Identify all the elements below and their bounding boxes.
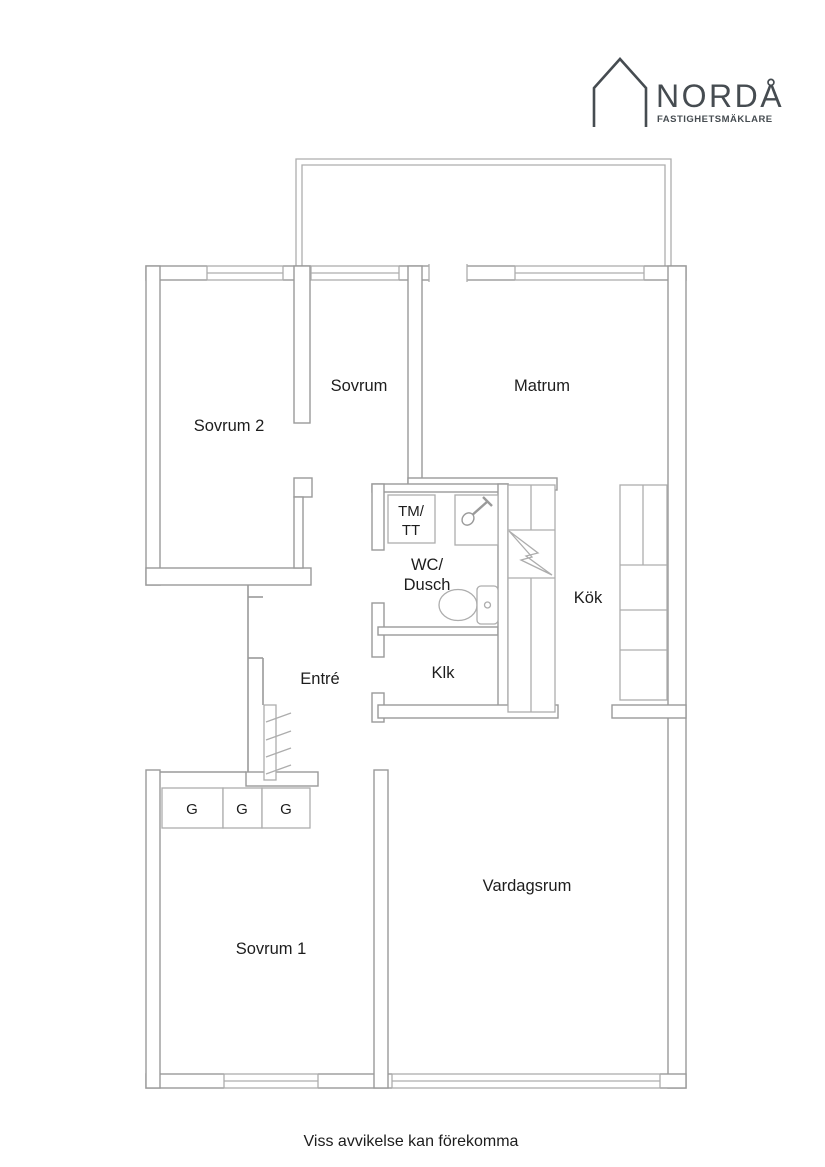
washer-dryer-label-line1: TM/ <box>398 503 425 520</box>
windows <box>206 263 661 1090</box>
toilet-icon <box>438 585 499 625</box>
disclaimer-text: Viss avvikelse kan förekomma <box>304 1133 519 1150</box>
logo-house-icon <box>592 57 648 127</box>
room-label-entre: Entré <box>300 670 339 688</box>
window <box>310 264 400 282</box>
room-label-sovrum-1: Sovrum 1 <box>236 940 307 958</box>
wardrobe-boxes: G G G <box>161 787 311 829</box>
outer-walls <box>145 265 687 1089</box>
coat-rack-hatch-icon <box>263 704 292 781</box>
wardrobe-label: G <box>186 801 198 818</box>
room-label-klk: Klk <box>432 664 456 682</box>
wardrobe-label: G <box>280 801 292 818</box>
bathroom-fixtures <box>387 494 499 625</box>
window <box>223 1072 319 1090</box>
room-label-sovrum-2: Sovrum 2 <box>194 417 265 435</box>
stove-icon <box>508 530 553 576</box>
wardrobe-box <box>222 787 263 829</box>
room-label-matrum: Matrum <box>514 377 570 395</box>
window <box>206 264 284 282</box>
room-label-vardagsrum: Vardagsrum <box>483 877 572 895</box>
shower-head-icon <box>461 496 493 526</box>
room-labels: Sovrum 2 Sovrum Matrum TM/ TT WC/ Dusch … <box>194 377 603 958</box>
room-label-kok: Kök <box>574 589 603 607</box>
washer-dryer-box <box>387 494 436 544</box>
room-label-sovrum: Sovrum <box>331 377 388 395</box>
kitchen-counters <box>507 484 668 713</box>
washer-dryer-label-line2: TT <box>402 522 420 539</box>
wardrobe-box <box>261 787 311 829</box>
balcony-outline <box>295 158 672 266</box>
logo-tagline: FASTIGHETSMÄKLARE <box>657 114 773 125</box>
wall-left-top <box>145 265 161 586</box>
wall-right <box>667 265 687 1089</box>
logo-name: NORDÅ <box>656 78 784 114</box>
wall-left-bottom <box>145 769 161 1089</box>
logo: NORDÅ FASTIGHETSMÄKLARE <box>592 57 784 127</box>
window <box>514 264 645 282</box>
room-label-wc-line2: Dusch <box>404 576 451 594</box>
balcony-door-opening <box>428 263 468 283</box>
window <box>391 1072 661 1090</box>
wardrobe-label: G <box>236 801 248 818</box>
room-label-wc-line1: WC/ <box>411 556 443 574</box>
interior-walls <box>145 265 687 1089</box>
